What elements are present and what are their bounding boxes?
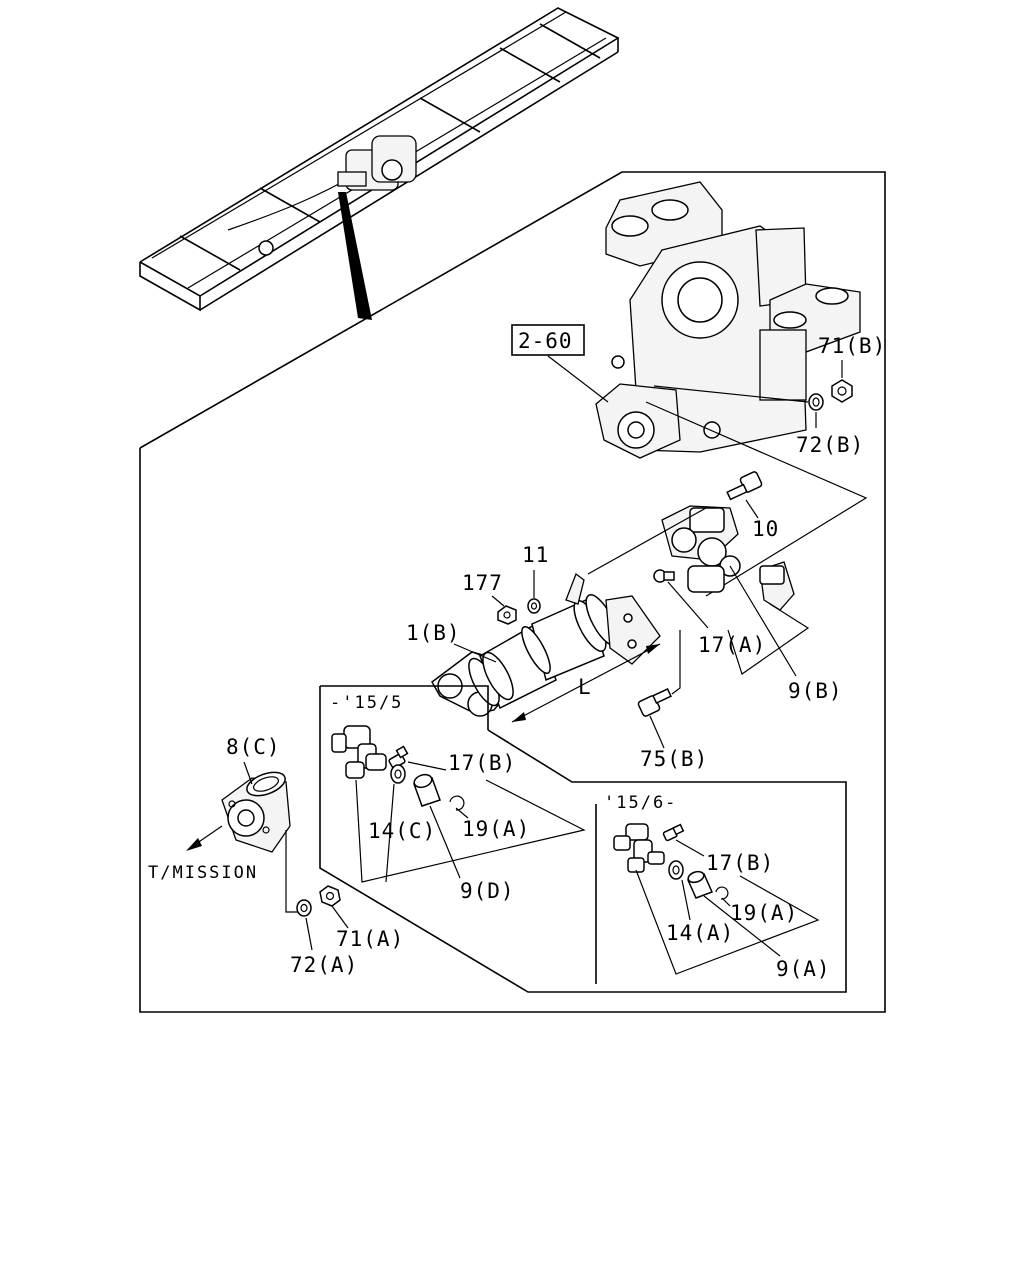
washer-icon: [296, 899, 312, 917]
reference-2-60: 2-60: [518, 329, 573, 353]
flange-yoke-icon: [221, 771, 291, 853]
label-9a: 9(A): [776, 957, 831, 981]
label-19a-new: 19(A): [730, 901, 798, 925]
inset-old-title: -'15/5: [330, 693, 403, 713]
label-1b: 1(B): [406, 621, 461, 645]
universal-joint-icon: [331, 725, 387, 779]
label-8c: 8(C): [226, 735, 281, 759]
label-17b-new: 17(B): [706, 851, 774, 875]
grease-fitting-icon: [653, 569, 675, 583]
label-19a-old: 19(A): [462, 817, 530, 841]
universal-joint-icon: [613, 823, 665, 873]
nut-icon: [831, 379, 853, 403]
label-177: 177: [462, 571, 503, 595]
label-17a: 17(A): [698, 633, 766, 657]
label-l: L: [578, 675, 592, 699]
label-tmission: T/MISSION: [148, 863, 258, 883]
label-11: 11: [522, 543, 549, 567]
label-72a: 72(A): [290, 953, 358, 977]
label-9b: 9(B): [788, 679, 843, 703]
washer-icon: [390, 764, 406, 784]
washer-icon: [527, 598, 541, 614]
label-14c: 14(C): [368, 819, 436, 843]
grease-fitting-icon: [662, 823, 685, 842]
washer-icon: [808, 393, 824, 411]
transmission-housing-icon: [595, 181, 861, 459]
bearing-cup-icon: [686, 870, 714, 899]
label-17b-old: 17(B): [448, 751, 516, 775]
washer-icon: [668, 860, 684, 880]
chassis-frame-icon: [139, 7, 620, 320]
nut-icon: [319, 885, 341, 907]
bolt-icon: [637, 687, 672, 717]
bearing-cup-icon: [413, 773, 441, 807]
label-71b: 71(B): [818, 334, 886, 358]
reference-box: [511, 324, 585, 356]
label-71a: 71(A): [336, 927, 404, 951]
universal-joint-icon: [661, 505, 795, 611]
label-10: 10: [752, 517, 779, 541]
nut-icon: [497, 605, 517, 625]
main-frame-outline: [139, 171, 886, 1013]
inset-new-title: '15/6-: [604, 793, 677, 813]
label-72b: 72(B): [796, 433, 864, 457]
label-14a: 14(A): [666, 921, 734, 945]
inset-frame-old: [319, 686, 847, 993]
label-75b: 75(B): [640, 747, 708, 771]
propeller-shaft-icon: [431, 572, 661, 717]
bolt-icon: [726, 471, 763, 501]
label-9d: 9(D): [460, 879, 515, 903]
